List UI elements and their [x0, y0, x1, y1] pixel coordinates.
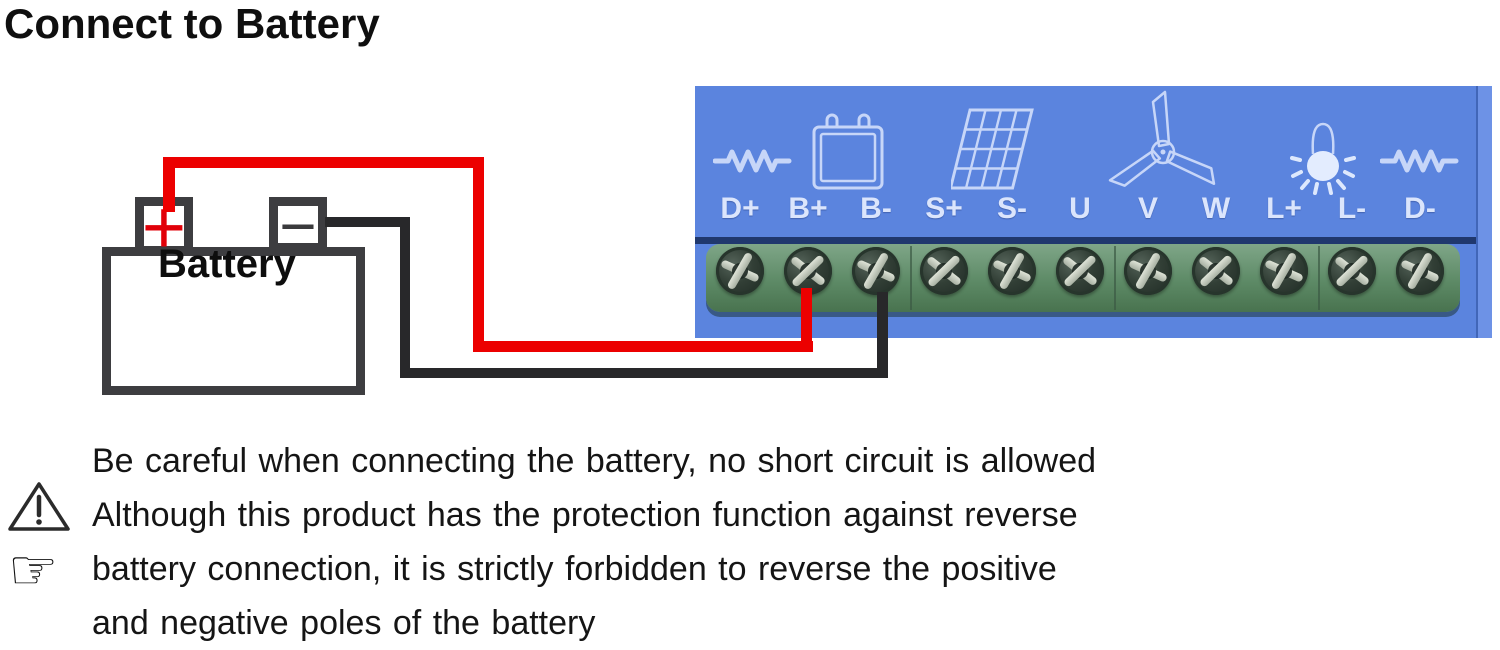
screw-terminal-w — [1192, 247, 1240, 295]
terminal-group-divider — [910, 246, 912, 310]
warning-text-line: Be careful when connecting the battery, … — [92, 442, 1097, 480]
screw-terminal-v — [1124, 247, 1172, 295]
terminal-group-divider — [1114, 246, 1116, 310]
screw-core — [1344, 263, 1360, 279]
terminal-label-d-plus: D+ — [720, 192, 760, 225]
wind-turbine-icon — [1108, 90, 1216, 187]
positive-wire-segment — [163, 157, 484, 168]
resistor-icon — [1380, 149, 1459, 173]
negative-wire-segment — [400, 217, 410, 378]
screw-core — [1276, 263, 1292, 279]
warning-triangle-icon — [8, 482, 70, 531]
battery-negative-terminal: − — [269, 194, 327, 258]
screw-core — [936, 263, 952, 279]
screw-core — [1072, 263, 1088, 279]
terminal-label-u: U — [1069, 192, 1091, 225]
terminal-label-b-minus: B- — [860, 192, 892, 225]
terminal-label-w: W — [1201, 192, 1231, 225]
terminal-label-l-minus: L- — [1337, 192, 1367, 225]
solar-panel-icon — [951, 108, 1034, 190]
screw-core — [868, 263, 884, 279]
screw-core — [1004, 263, 1020, 279]
terminal-group-divider — [1318, 246, 1320, 310]
screw-core — [1412, 263, 1428, 279]
screw-terminal-u — [1056, 247, 1104, 295]
warning-text-line: battery connection, it is strictly forbi… — [92, 550, 1057, 588]
screw-core — [732, 263, 748, 279]
page-title: Connect to Battery — [4, 0, 380, 47]
battery-label: Battery — [158, 242, 296, 286]
positive-wire-segment — [801, 288, 812, 352]
lamp-icon — [1290, 122, 1356, 195]
negative-wire-segment — [325, 217, 410, 227]
panel-shadow-band — [695, 237, 1476, 244]
negative-wire-segment — [400, 368, 888, 378]
screw-core — [1208, 263, 1224, 279]
terminal-label-b-plus: B+ — [788, 192, 828, 225]
resistor-icon — [713, 149, 792, 173]
screw-terminal-b-minus — [852, 247, 900, 295]
pointing-hand-icon: ☞ — [8, 538, 59, 603]
battery-icon — [812, 113, 884, 190]
terminal-label-s-plus: S+ — [925, 192, 963, 225]
screw-terminal-d-minus — [1396, 247, 1444, 295]
terminal-label-v: V — [1137, 192, 1158, 225]
positive-wire-segment — [473, 341, 813, 352]
screw-terminal-s-minus — [988, 247, 1036, 295]
warning-text-line: Although this product has the protection… — [92, 496, 1078, 534]
screw-core — [1140, 263, 1156, 279]
screw-terminal-d-plus — [716, 247, 764, 295]
panel-edge — [1476, 86, 1492, 338]
terminal-label-l-plus: L+ — [1266, 192, 1302, 225]
battery-body — [102, 247, 365, 395]
terminal-label-s-minus: S- — [997, 192, 1027, 225]
warning-text-line: and negative poles of the battery — [92, 604, 596, 642]
screw-terminal-l-minus — [1328, 247, 1376, 295]
terminal-label-d-minus: D- — [1404, 192, 1436, 225]
screw-terminal-l-plus — [1260, 247, 1308, 295]
positive-wire-segment — [163, 158, 175, 212]
screw-core — [800, 263, 816, 279]
screw-terminal-b-plus — [784, 247, 832, 295]
screw-terminal-s-plus — [920, 247, 968, 295]
battery-positive-terminal: + — [135, 190, 193, 266]
negative-wire-segment — [877, 292, 888, 378]
controller-panel: D+ B+ B- S+ S- U V W L+ L- D- — [695, 86, 1492, 338]
positive-wire-segment — [473, 157, 484, 352]
